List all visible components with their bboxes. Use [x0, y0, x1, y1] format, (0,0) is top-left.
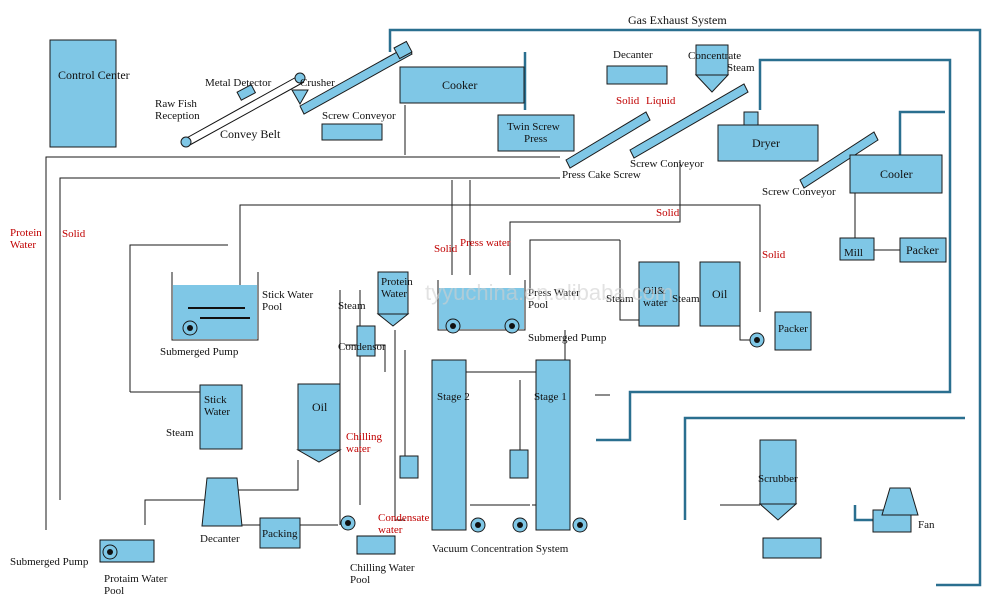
packing-label: Packing	[262, 528, 298, 540]
submerged-pump-3-label: Submerged Pump	[10, 556, 89, 568]
condensor-box	[356, 325, 376, 357]
screw-conveyor-3	[799, 131, 879, 189]
control-center-label: Control Center	[58, 68, 130, 82]
protein-water-tank	[377, 271, 409, 315]
oil-lower-label: Oil	[312, 400, 328, 414]
concentrate-tank	[695, 44, 729, 76]
metal-detector-icon	[236, 84, 257, 101]
decanter-low-box	[201, 477, 243, 527]
condensor-label: Condensor	[338, 341, 386, 353]
stage-1-label: Stage 1	[534, 391, 567, 403]
solid-label-1: Solid	[616, 95, 640, 107]
cooler-label: Cooler	[880, 167, 913, 181]
oil-tank-top	[699, 261, 741, 327]
scrubber-pool	[762, 537, 822, 559]
decanter-low-label: Decanter	[200, 533, 240, 545]
packer-mid-label: Packer	[778, 323, 808, 335]
steam-oilwater-label: Steam	[606, 293, 634, 305]
chilling-water-pool-box	[356, 535, 396, 555]
steam-protein-label: Steam	[338, 300, 366, 312]
packer-mid-box	[774, 311, 812, 351]
scrubber-label: Scrubber	[758, 473, 798, 485]
decanter-top-box	[606, 65, 668, 85]
solid-left-label: Solid	[62, 228, 86, 240]
screw-conveyor-1-label: Screw Conveyor	[322, 110, 396, 122]
packing-box	[259, 517, 301, 549]
solid-label-4: Solid	[762, 249, 786, 261]
crusher-label: Crusher	[300, 77, 335, 89]
press-water-pool	[437, 280, 526, 334]
screw-conveyor-tray	[321, 123, 383, 141]
metal-detector-label: Metal Detector	[205, 77, 272, 89]
mill-label: Mill	[844, 247, 863, 259]
dryer-box	[717, 124, 819, 162]
steam-oil-label: Steam	[672, 293, 700, 305]
stick-water-pool	[171, 272, 259, 341]
oil-tank-label: Oil	[712, 287, 728, 301]
packer-top-box	[899, 237, 947, 263]
concentrate-label: Concentrate	[688, 50, 741, 62]
cooler-box	[849, 154, 943, 194]
screw-conveyor-1	[299, 40, 413, 115]
convey-belt	[180, 72, 309, 148]
oil-water-label: Oil&water	[643, 285, 668, 309]
control-center-box	[49, 39, 117, 148]
mill-box	[839, 237, 875, 261]
crusher-icon	[291, 89, 309, 106]
stage-2-column	[431, 359, 467, 531]
watermark-text: tyyuchina.en.alibaba.com	[425, 280, 673, 305]
twin-screw-press-box	[497, 114, 575, 152]
solid-label-3: Solid	[656, 207, 680, 219]
convey-belt-label: Convey Belt	[220, 127, 281, 141]
vacuum-system-label: Vacuum Concentration System	[432, 543, 569, 555]
packer-top-label: Packer	[906, 243, 939, 257]
liquid-label-1: Liquid	[646, 95, 676, 107]
solid-label-2: Solid	[434, 243, 458, 255]
process-lines	[45, 105, 761, 530]
press-cake-screw	[565, 111, 651, 169]
stage-1-column	[535, 359, 571, 531]
stick-water-tank	[199, 384, 243, 450]
screw-conveyor-3-label: Screw Conveyor	[762, 186, 836, 198]
fan-label: Fan	[918, 519, 935, 531]
oil-lower-tank	[297, 383, 341, 451]
oil-water-tank	[638, 261, 680, 327]
scrubber-box	[759, 439, 797, 505]
cooker-box	[399, 66, 525, 104]
gas-exhaust-label: Gas Exhaust System	[628, 13, 727, 27]
submerged-pump-2-label: Submerged Pump	[528, 332, 607, 344]
gas-exhaust-pipe	[388, 28, 982, 587]
screw-conveyor-2	[629, 83, 749, 159]
stage-2-label: Stage 2	[437, 391, 470, 403]
steam-concentrate-label: Steam	[727, 62, 755, 74]
decanter-top-label: Decanter	[613, 49, 653, 61]
submerged-pump-1-label: Submerged Pump	[160, 346, 239, 358]
dryer-label: Dryer	[752, 136, 780, 150]
press-water-red-label: Press water	[460, 237, 511, 249]
screw-conveyor-2-label: Screw Conveyor	[630, 158, 704, 170]
steam-stick-label: Steam	[166, 427, 194, 439]
press-cake-screw-label: Press Cake Screw	[562, 169, 641, 181]
cooker-label: Cooker	[442, 78, 477, 92]
